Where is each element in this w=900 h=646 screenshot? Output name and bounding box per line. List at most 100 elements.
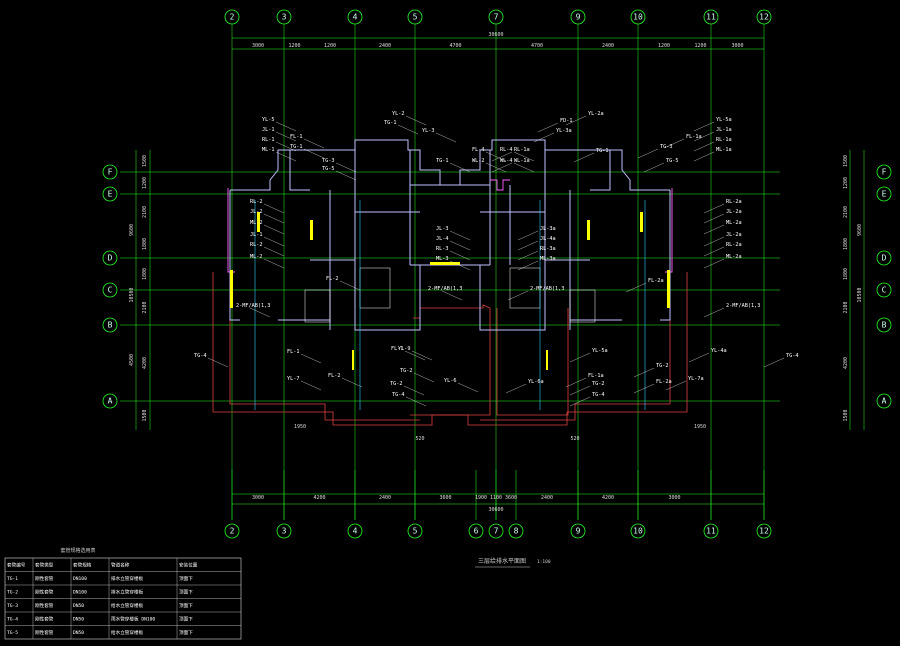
axis-top-9: 9 <box>570 9 586 25</box>
dim-top: 1200 <box>694 43 706 49</box>
pipe-label-right: TG-1 <box>596 148 609 154</box>
axis-right-F: F <box>876 164 892 180</box>
pipe-label-left: TG-3 <box>322 158 335 164</box>
table-header-cell: 管道名称 <box>111 562 130 569</box>
pipe-label-right: FL-1a <box>686 134 702 140</box>
dim-small: 1950 <box>294 424 306 430</box>
pipe-label-right: YL-6a <box>528 379 544 385</box>
table-cell: 顶面下 <box>179 603 193 609</box>
dim-left: 1500 <box>142 155 148 167</box>
axis-top-2: 2 <box>224 9 240 25</box>
pipe-label-left: FL-1 <box>287 349 300 355</box>
pipe-label-right: FD-1 <box>560 118 573 124</box>
dim-small: 520 <box>415 436 424 442</box>
axis-top-7: 7 <box>488 9 504 25</box>
pipe-label-left: FL-2 <box>326 276 339 282</box>
pipe-label-right: YL-7a <box>688 376 704 382</box>
svg-text:C: C <box>108 286 113 295</box>
pipe-labels: YL-5JL-1RL-1ML-1FL-1TG-1TG-3TG-5YL-2TG-1… <box>194 111 799 407</box>
axis-right-D: D <box>876 250 892 266</box>
pipe-label-left: JL-4 <box>436 236 449 242</box>
table-cell: TG-1 <box>7 576 18 582</box>
svg-text:C: C <box>882 286 887 295</box>
table-cell: 顶面下 <box>179 617 193 623</box>
table-cell: 排水立管穿楼板 <box>111 589 144 596</box>
building-outline <box>212 139 688 426</box>
pipe-label-right: YL-3a <box>556 128 572 134</box>
table-cell: 顶面下 <box>179 590 193 596</box>
pipe-label-left: FL-2 <box>328 373 341 379</box>
table-cell: 顶面下 <box>179 576 193 582</box>
pipe-label-left: FL-1 <box>290 134 303 140</box>
svg-text:5: 5 <box>413 13 418 22</box>
pipe-label-right: ML-2a <box>726 254 742 260</box>
pipe-label-left: RL-4 <box>500 147 513 153</box>
pipe-label-left: JL-1 <box>262 127 275 133</box>
dim-top: 3000 <box>731 43 743 49</box>
dim-left: 4200 <box>142 357 148 369</box>
dim-left: 2100 <box>142 206 148 218</box>
dim-bottom: 3000 <box>668 495 680 501</box>
dim-right: 2100 <box>843 206 849 218</box>
pipe-label-right: RL-2a <box>726 242 742 248</box>
pipe-label-right: JL-1a <box>716 127 732 133</box>
pipe-label-left: FL-4 <box>472 147 485 153</box>
svg-text:12: 12 <box>759 13 769 22</box>
table-cell: DN50 <box>73 603 84 609</box>
axis-top-4: 4 <box>347 9 363 25</box>
pipe-label-left: YL-5 <box>262 117 275 123</box>
dim-bottom: 2400 <box>541 495 553 501</box>
svg-text:10: 10 <box>633 527 643 536</box>
pipe-label-right: TG-4 <box>592 392 605 398</box>
dim-right: 2100 <box>843 301 849 313</box>
dim-right: 1200 <box>843 177 849 189</box>
dim-left-total: 4500 <box>129 354 135 366</box>
pipe-label-left: YL-6 <box>444 378 457 384</box>
pipe-label-left: TG-1 <box>290 144 303 150</box>
svg-text:B: B <box>882 321 887 330</box>
dim-left-total: 9600 <box>129 224 135 236</box>
axis-bottom-5: 5 <box>407 523 423 539</box>
svg-text:2: 2 <box>230 13 235 22</box>
dim-top: 4700 <box>449 43 461 49</box>
table-cell: 给水立管穿楼板 <box>111 602 144 609</box>
svg-text:12: 12 <box>759 527 769 536</box>
svg-text:F: F <box>882 168 887 177</box>
axis-bottom-12: 12 <box>756 523 772 539</box>
axis-top-3: 3 <box>276 9 292 25</box>
pipe-label-right: TG-2 <box>656 363 669 369</box>
dim-small: 520 <box>570 436 579 442</box>
svg-text:11: 11 <box>706 13 716 22</box>
table-cell: DN100 <box>73 590 87 596</box>
svg-text:7: 7 <box>494 527 499 536</box>
table-title: 套管规格选用表 <box>60 547 95 554</box>
pipe-label-left: JL-3 <box>436 226 449 232</box>
pipe-label-left: TG-4 <box>392 392 405 398</box>
pipe-label-right: JL-3a <box>540 226 556 232</box>
axis-bottom-6: 6 <box>468 523 484 539</box>
dim-left-total: 10500 <box>129 287 135 302</box>
pipe-label-left: RL-2 <box>250 199 263 205</box>
svg-text:4: 4 <box>353 527 358 536</box>
svg-text:D: D <box>882 254 887 263</box>
axis-bottom-7: 7 <box>488 523 504 539</box>
pipe-label-left: TG-1 <box>436 158 449 164</box>
pipe-label-right: TG-5 <box>666 158 679 164</box>
pipe-label-left: ML-2 <box>250 220 263 226</box>
pipe-label-left: TG-2 <box>400 368 413 374</box>
pipe-label-left: 2-MF/AB(1,3 <box>236 303 270 309</box>
drawing-title-block: 三层给排水平面图 1:100 <box>475 557 551 568</box>
pipe-label-right: FL-1a <box>588 373 604 379</box>
dim-left: 1500 <box>142 409 148 421</box>
dim-bottom: 1900 <box>475 495 487 501</box>
pipe-label-left: WL-4 <box>500 158 513 164</box>
pipe-label-left: RL-3 <box>436 246 449 252</box>
pipe-label-right: ML-1a <box>716 147 732 153</box>
pipe-label-right: FL-2a <box>656 379 672 385</box>
dim-bottom: 1100 <box>490 495 502 501</box>
svg-text:9: 9 <box>576 527 581 536</box>
axis-left-B: B <box>102 317 118 333</box>
table-cell: 刚性套管 <box>35 629 54 636</box>
table-cell: 雨水管穿楼板 DN100 <box>111 616 155 623</box>
axis-right-C: C <box>876 282 892 298</box>
